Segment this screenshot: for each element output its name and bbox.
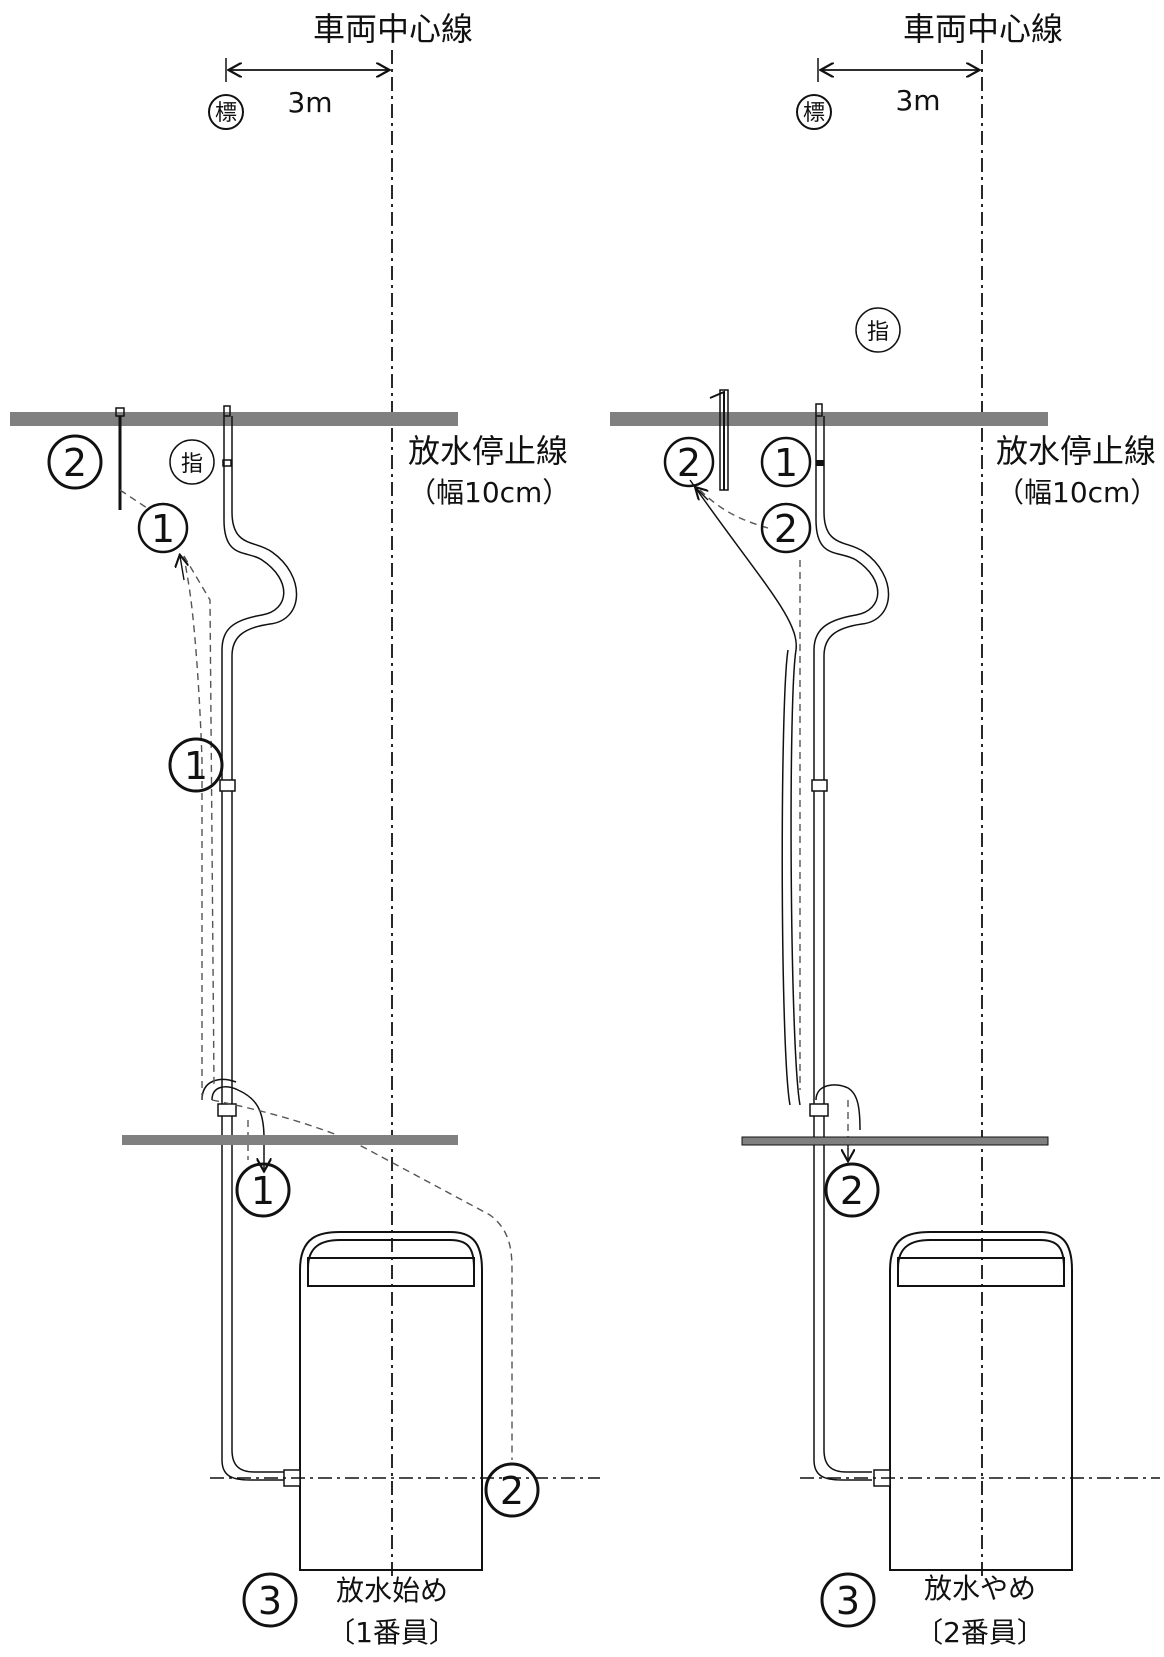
- right-stop-line-width: （幅10cm）: [996, 476, 1158, 509]
- right-num-2-nozzle: 2: [663, 436, 715, 488]
- left-marker-icon: [208, 94, 244, 130]
- left-num-3: 3: [242, 1572, 298, 1628]
- svg-text:1: 1: [251, 1169, 275, 1213]
- right-commander-icon: [855, 307, 901, 353]
- left-distance-label: 3m: [287, 86, 332, 119]
- svg-text:1: 1: [774, 441, 798, 485]
- right-stop-line-label: 放水停止線: [996, 432, 1156, 470]
- left-pump-unit: [299, 1231, 483, 1571]
- right-lower-line: [741, 1136, 1049, 1146]
- left-num-2-lower: 2: [484, 1462, 540, 1518]
- left-center-line-label: 車両中心線: [313, 10, 473, 48]
- right-num-2-lower: 2: [824, 1162, 880, 1218]
- right-commander-label: 指: [867, 320, 889, 345]
- left-stop-line-width: （幅10cm）: [408, 476, 570, 509]
- left-caption-1: 放水始め: [336, 1574, 448, 1607]
- right-distance-label: 3m: [895, 84, 940, 117]
- svg-text:2: 2: [500, 1469, 524, 1513]
- right-panel: 車両中心線 3m 標 指 放水停止線 （幅10cm）: [610, 10, 1160, 1649]
- left-stop-line: [10, 412, 458, 426]
- left-panel: 車両中心線 3m 標 放水停止線 （幅10cm） 指: [10, 10, 600, 1649]
- right-num-3: 3: [820, 1572, 876, 1628]
- right-caption-2: 〔2番員〕: [915, 1616, 1045, 1649]
- right-marker-icon: [796, 94, 832, 130]
- left-move-paths: [119, 489, 513, 1460]
- right-marker-label: 標: [803, 101, 825, 126]
- left-commander-icon: [169, 439, 215, 485]
- left-marker-label: 標: [215, 101, 237, 126]
- svg-text:3: 3: [258, 1579, 282, 1623]
- left-num-1-upper: 1: [137, 502, 189, 554]
- right-num-1: 1: [760, 436, 812, 488]
- left-lower-line: [122, 1135, 458, 1145]
- right-pump-unit: [889, 1231, 1073, 1571]
- right-move-paths: [699, 489, 849, 1150]
- svg-text:2: 2: [677, 441, 701, 485]
- right-hose: [689, 416, 890, 1481]
- left-commander-label: 指: [181, 452, 203, 477]
- left-num-1-mid: 1: [168, 737, 224, 793]
- left-num-2-top: 2: [47, 434, 103, 490]
- left-hose: [201, 416, 298, 1481]
- svg-text:2: 2: [774, 507, 798, 551]
- right-stop-line: [610, 412, 1048, 426]
- right-center-line-label: 車両中心線: [903, 10, 1063, 48]
- svg-text:2: 2: [840, 1169, 864, 1213]
- left-caption-2: 〔1番員〕: [327, 1616, 457, 1649]
- svg-text:3: 3: [836, 1579, 860, 1623]
- right-caption-1: 放水やめ: [924, 1572, 1036, 1605]
- left-num-1-lower: 1: [235, 1162, 291, 1218]
- svg-text:1: 1: [151, 507, 175, 551]
- svg-text:2: 2: [63, 441, 87, 485]
- left-stop-line-label: 放水停止線: [408, 432, 568, 470]
- right-num-2-upper: 2: [760, 502, 812, 554]
- svg-text:1: 1: [184, 744, 208, 788]
